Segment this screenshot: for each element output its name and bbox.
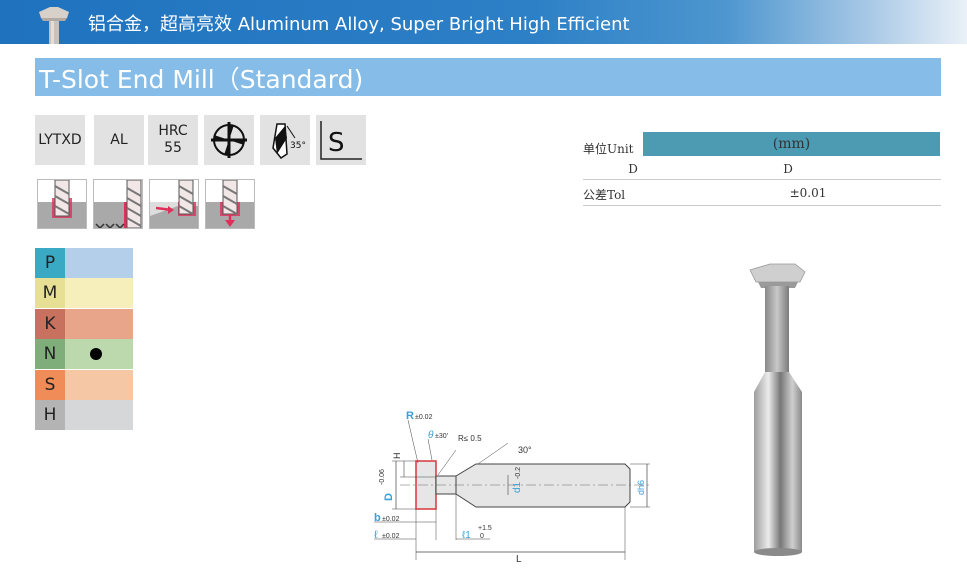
dim-d1-tol: -0.2 [515, 467, 522, 479]
row-divider [583, 179, 941, 180]
product-title: T-Slot End Mill（Standard) [39, 65, 364, 94]
dim-l1-tol-top: +1.5 [478, 525, 492, 532]
dimension-drawing: R ±0.02 θ ±30' R≤ 0.5 30° H D -0.06 d1 -… [374, 410, 650, 565]
product-title-bar: T-Slot End Mill（Standard) [35, 58, 941, 96]
ramping-icon [149, 179, 199, 229]
dim-r-small: R≤ 0.5 [458, 434, 482, 443]
material-label: AL [110, 131, 128, 148]
material-al-badge: AL [94, 115, 144, 165]
dim-angle: 30° [518, 445, 532, 455]
dim-b-tol: ±0.02 [382, 516, 400, 523]
dim-d-tol: -0.06 [379, 469, 386, 485]
column-d-label: D [628, 162, 638, 176]
material-suitability [65, 339, 133, 369]
hardness-badge: HRC 55 [148, 115, 198, 165]
dim-l-tol: ±0.02 [382, 533, 400, 540]
tolerance-row: 公差Tol ±0.01 [583, 180, 941, 206]
dim-dh-label: dh6 [636, 480, 646, 495]
shank-type-icon: S [316, 115, 366, 165]
column-d-value: D [783, 162, 793, 176]
row-divider [583, 205, 941, 206]
material-code: N [35, 339, 65, 369]
dim-h-label: H [392, 453, 402, 460]
tolerance-value: ±0.01 [789, 186, 827, 200]
helix-angle-icon: 35° [260, 115, 310, 165]
dim-l1-tol-bot: 0 [480, 533, 484, 540]
material-suitability [65, 309, 133, 339]
material-code: H [35, 400, 65, 430]
t-slot-cutter-icon [39, 7, 69, 44]
shank-type-label: S [328, 128, 345, 158]
material-row-s: S [35, 370, 133, 400]
four-flute-icon [204, 115, 254, 165]
dim-total-length: L [516, 554, 522, 565]
material-suitability [65, 370, 133, 400]
shank [455, 463, 631, 508]
unit-label: 单位Unit [583, 142, 634, 156]
hardness-unit: HRC [158, 123, 188, 139]
hardness-value: 55 [164, 140, 182, 156]
material-suitability [65, 248, 133, 278]
dim-d1-label: d1 [512, 481, 523, 493]
unit-value: (mm) [643, 132, 940, 156]
header-title: 铝合金，超高亮效 Aluminum Alloy, Super Bright Hi… [88, 14, 630, 35]
brand-badge: LYTXD [35, 115, 85, 165]
material-row-k: K [35, 309, 133, 339]
side-milling-icon [93, 179, 143, 229]
dim-r-label: R [406, 410, 414, 422]
tolerance-label: 公差Tol [583, 188, 626, 202]
dim-l-label: ℓ [374, 529, 378, 541]
plunging-icon [205, 179, 255, 229]
unit-tolerance-table: 单位Unit (mm) D D 公差Tol ±0.01 [583, 132, 941, 206]
material-code: P [35, 248, 65, 278]
material-suitability [65, 400, 133, 430]
material-row-h: H [35, 400, 133, 430]
helix-angle-label: 35° [290, 141, 306, 151]
suitable-dot-icon [90, 348, 102, 360]
dim-l1-label: ℓ1 [462, 530, 471, 541]
unit-row: 单位Unit (mm) [583, 132, 941, 156]
slotting-icon [37, 179, 87, 229]
dim-theta-label: θ [428, 430, 434, 441]
material-code: S [35, 370, 65, 400]
material-code: K [35, 309, 65, 339]
material-suitability [65, 278, 133, 308]
dim-b-label: b [374, 512, 381, 524]
material-row-p: P [35, 248, 133, 278]
material-code: M [35, 278, 65, 308]
header-banner: 铝合金，超高亮效 Aluminum Alloy, Super Bright Hi… [0, 0, 967, 44]
column-header-row: D D [583, 156, 941, 180]
material-row-n: N [35, 339, 133, 369]
brand-label: LYTXD [38, 131, 82, 148]
dim-d-label: D [383, 493, 395, 501]
material-row-m: M [35, 278, 133, 308]
dim-theta-tol: ±30' [435, 433, 448, 440]
dim-r-tol: ±0.02 [415, 414, 433, 421]
product-photo [749, 263, 806, 556]
